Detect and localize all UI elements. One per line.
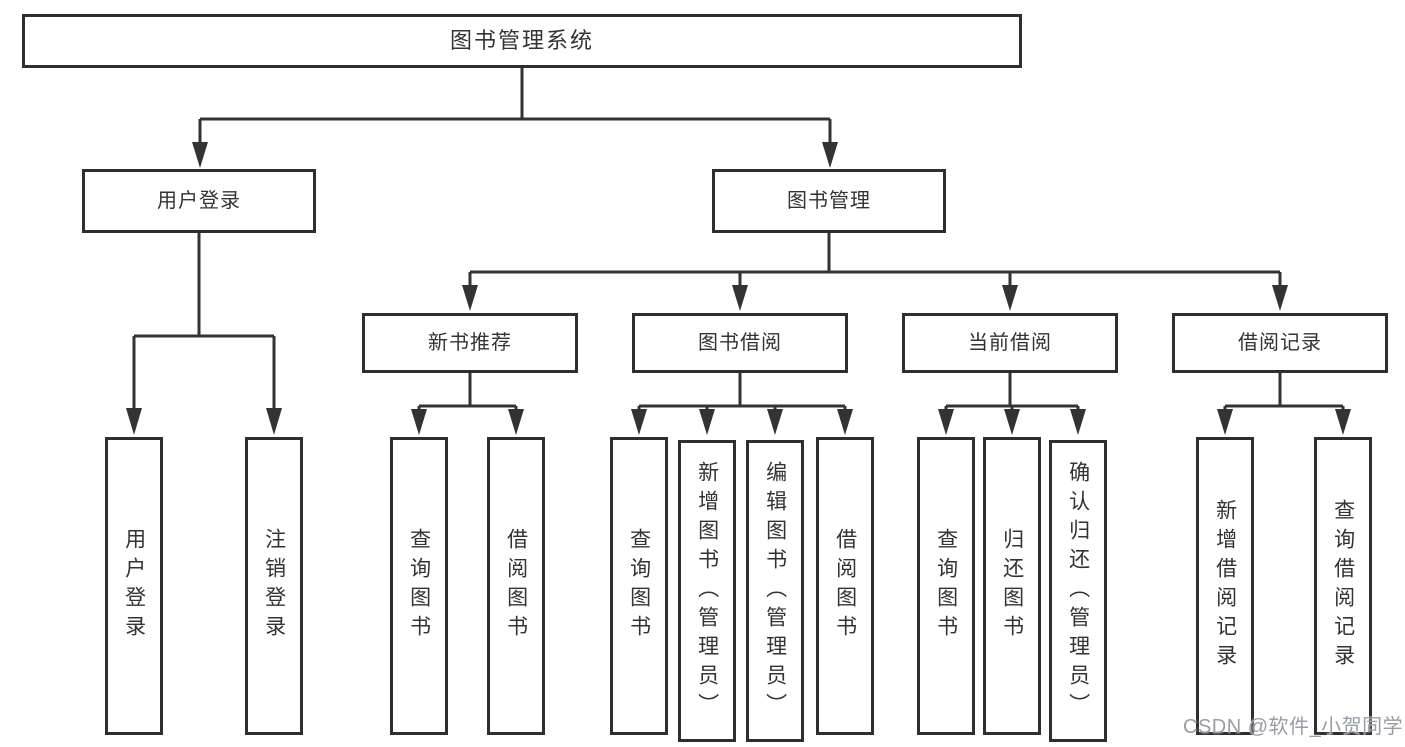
node-current-borrow: 当前借阅	[902, 313, 1118, 373]
leaf-add-borrow-record: 新增借阅记录	[1196, 437, 1254, 735]
leaf-borrow-book: 借阅图书	[816, 437, 874, 735]
leaf-return-book: 归还图书	[983, 437, 1041, 735]
csdn-watermark: CSDN @软件_小贺同学	[1183, 716, 1404, 738]
leaf-logout: 注销登录	[245, 437, 303, 735]
node-library-management-system: 图书管理系统	[22, 14, 1022, 68]
node-borrow-records: 借阅记录	[1172, 313, 1388, 373]
leaf-query-books-current: 查询图书	[917, 437, 975, 735]
node-new-book-recommend: 新书推荐	[362, 313, 578, 373]
leaf-query-books-borrow: 查询图书	[610, 437, 668, 735]
node-book-management-module: 图书管理	[712, 169, 946, 233]
leaf-user-login: 用户登录	[105, 437, 163, 735]
leaf-query-books-recommend: 查询图书	[390, 437, 448, 735]
leaf-borrow-books-recommend: 借阅图书	[487, 437, 545, 735]
node-user-login-module: 用户登录	[82, 169, 316, 233]
leaf-edit-book-admin: 编辑图书（管理员）	[746, 440, 804, 742]
branch-lines	[132, 68, 1345, 411]
leaf-confirm-return-admin: 确认归还（管理员）	[1049, 440, 1107, 742]
arrowheads	[126, 142, 1351, 435]
leaf-add-book-admin: 新增图书（管理员）	[678, 440, 736, 742]
leaf-query-borrow-record: 查询借阅记录	[1314, 437, 1372, 735]
node-book-borrow: 图书借阅	[632, 313, 848, 373]
